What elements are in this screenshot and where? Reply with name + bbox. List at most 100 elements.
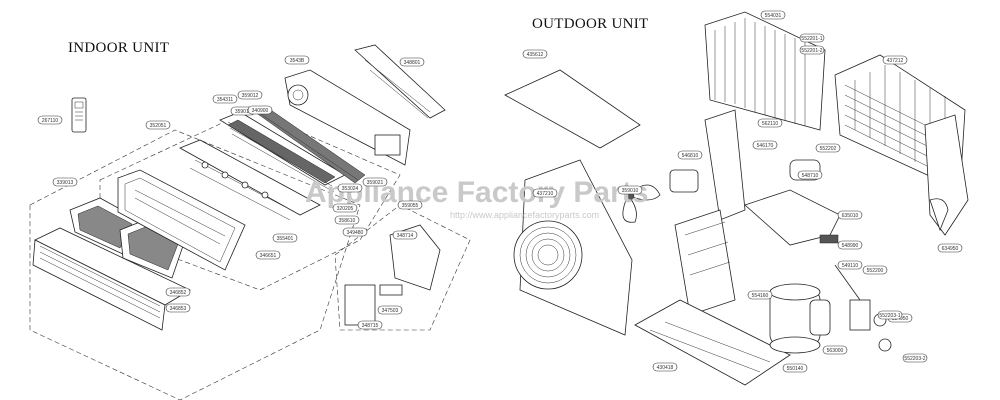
outdoor-callout-21: 550140 <box>782 363 808 373</box>
svg-text:348714: 348714 <box>397 233 414 239</box>
indoor-callout-15: 346651 <box>255 250 281 260</box>
control-box-group-outline <box>334 204 471 331</box>
svg-text:3543B: 3543B <box>290 58 305 64</box>
front-panel-group-outline <box>29 129 361 400</box>
outdoor-callout-14: 359010 <box>617 185 643 195</box>
front-frame <box>117 169 246 271</box>
svg-text:562110: 562110 <box>762 121 779 127</box>
svg-text:348715: 348715 <box>362 323 379 329</box>
indoor-callout-4: 359012 <box>237 90 263 100</box>
svg-text:352051: 352051 <box>150 123 167 129</box>
svg-text:546810: 546810 <box>682 153 699 159</box>
indoor-callout-11: 359055 <box>397 200 423 210</box>
compressor <box>769 283 831 354</box>
svg-text:346852: 346852 <box>170 290 187 296</box>
svg-text:549110: 549110 <box>842 263 859 269</box>
svg-text:554031: 554031 <box>765 13 782 19</box>
indoor-callout-17: 346853 <box>165 303 191 313</box>
svg-text:552201-2: 552201-2 <box>801 48 822 54</box>
svg-text:359012: 359012 <box>242 93 259 99</box>
indoor-callout-0: 267110 <box>37 115 63 125</box>
indoor-callout-18: 348714 <box>392 230 418 240</box>
indoor-callout-14: 355401 <box>272 233 298 243</box>
indoor-callout-6: 339013 <box>52 177 78 187</box>
outdoor-unit-title: OUTDOOR UNIT <box>532 16 649 32</box>
indoor-callout-1: 352051 <box>145 120 171 130</box>
svg-text:546170: 546170 <box>757 143 774 149</box>
control-box <box>344 224 441 326</box>
outdoor-callout-23: 563000 <box>822 345 848 355</box>
watermark-url: http://www.appliancefactoryparts.com <box>450 210 600 220</box>
svg-text:437212: 437212 <box>887 58 904 64</box>
svg-text:435612: 435612 <box>527 52 544 58</box>
svg-text:548710: 548710 <box>802 173 819 179</box>
svg-text:552200: 552200 <box>867 268 884 274</box>
outdoor-callout-3: 552201-2 <box>799 45 825 55</box>
svg-text:437210: 437210 <box>537 191 554 197</box>
louver-assembly <box>179 139 321 221</box>
indoor-callout-9: 340900 <box>247 105 273 115</box>
svg-text:340900: 340900 <box>252 108 269 114</box>
svg-text:346853: 346853 <box>170 306 187 312</box>
outdoor-callout-20: 430418 <box>652 362 678 372</box>
indoor-callout-21: 348801 <box>399 57 425 67</box>
outdoor-callout-18: 552203-1 <box>877 310 903 320</box>
svg-text:348801: 348801 <box>404 60 421 66</box>
svg-text:359011: 359011 <box>235 109 252 115</box>
outdoor-callout-0: 435612 <box>522 49 548 59</box>
svg-text:430418: 430418 <box>657 365 674 371</box>
outdoor-callout-11: 635010 <box>837 210 863 220</box>
indoor-callout-8: 320205 <box>332 203 358 213</box>
outdoor-callout-8: 546170 <box>752 140 778 150</box>
svg-text:554160: 554160 <box>752 293 769 299</box>
svg-text:320205: 320205 <box>337 206 354 212</box>
svg-text:267110: 267110 <box>42 118 59 124</box>
base-pan <box>634 299 791 386</box>
indoor-callout-10: 359021 <box>362 177 388 187</box>
outdoor-callout-6: 546810 <box>677 150 703 160</box>
indoor-callout-7: 353024 <box>337 183 363 193</box>
svg-text:355401: 355401 <box>277 236 294 242</box>
front-grille <box>32 227 191 331</box>
svg-text:353024: 353024 <box>342 186 359 192</box>
fan-motor <box>669 109 746 221</box>
remote-controller <box>71 97 87 133</box>
watermark-text: Appliance Factory Parts <box>305 176 649 209</box>
svg-text:347503: 347503 <box>382 308 399 314</box>
indoor-callout-5: 3543B <box>284 55 310 65</box>
side-panel <box>924 114 969 236</box>
svg-text:354311: 354311 <box>217 97 234 103</box>
top-cover <box>504 69 641 149</box>
partition-plate <box>674 209 736 316</box>
outdoor-callout-7: 562110 <box>757 118 783 128</box>
svg-text:563000: 563000 <box>827 348 844 354</box>
svg-text:346651: 346651 <box>260 253 277 259</box>
svg-text:339013: 339013 <box>57 180 74 186</box>
mounting-plate <box>354 44 446 119</box>
outdoor-callout-15: 549110 <box>837 260 863 270</box>
svg-text:550140: 550140 <box>787 366 804 372</box>
svg-text:358610: 358610 <box>339 218 356 224</box>
indoor-unit-title: INDOOR UNIT <box>68 40 170 56</box>
outdoor-callout-2: 552201-1 <box>799 33 825 43</box>
svg-text:359055: 359055 <box>402 203 419 209</box>
svg-text:634950: 634950 <box>892 316 909 322</box>
indoor-callout-20: 347503 <box>377 305 403 315</box>
outdoor-callout-9: 552202 <box>815 143 841 153</box>
outdoor-callout-4: 437212 <box>882 55 908 65</box>
indoor-chassis <box>284 69 411 166</box>
indoor-callout-16: 346852 <box>165 287 191 297</box>
svg-text:634950: 634950 <box>942 246 959 252</box>
svg-text:359010: 359010 <box>622 188 639 194</box>
svg-text:552202: 552202 <box>820 146 837 152</box>
outdoor-callout-16: 554160 <box>747 290 773 300</box>
svg-text:552203-1: 552203-1 <box>879 313 900 319</box>
svg-text:548990: 548990 <box>842 243 859 249</box>
outdoor-callout-12: 548990 <box>837 240 863 250</box>
indoor-callout-2: 354311 <box>212 94 238 104</box>
svg-text:635010: 635010 <box>842 213 859 219</box>
outdoor-callout-10: 548710 <box>797 170 823 180</box>
svg-text:552201-1: 552201-1 <box>801 36 822 42</box>
